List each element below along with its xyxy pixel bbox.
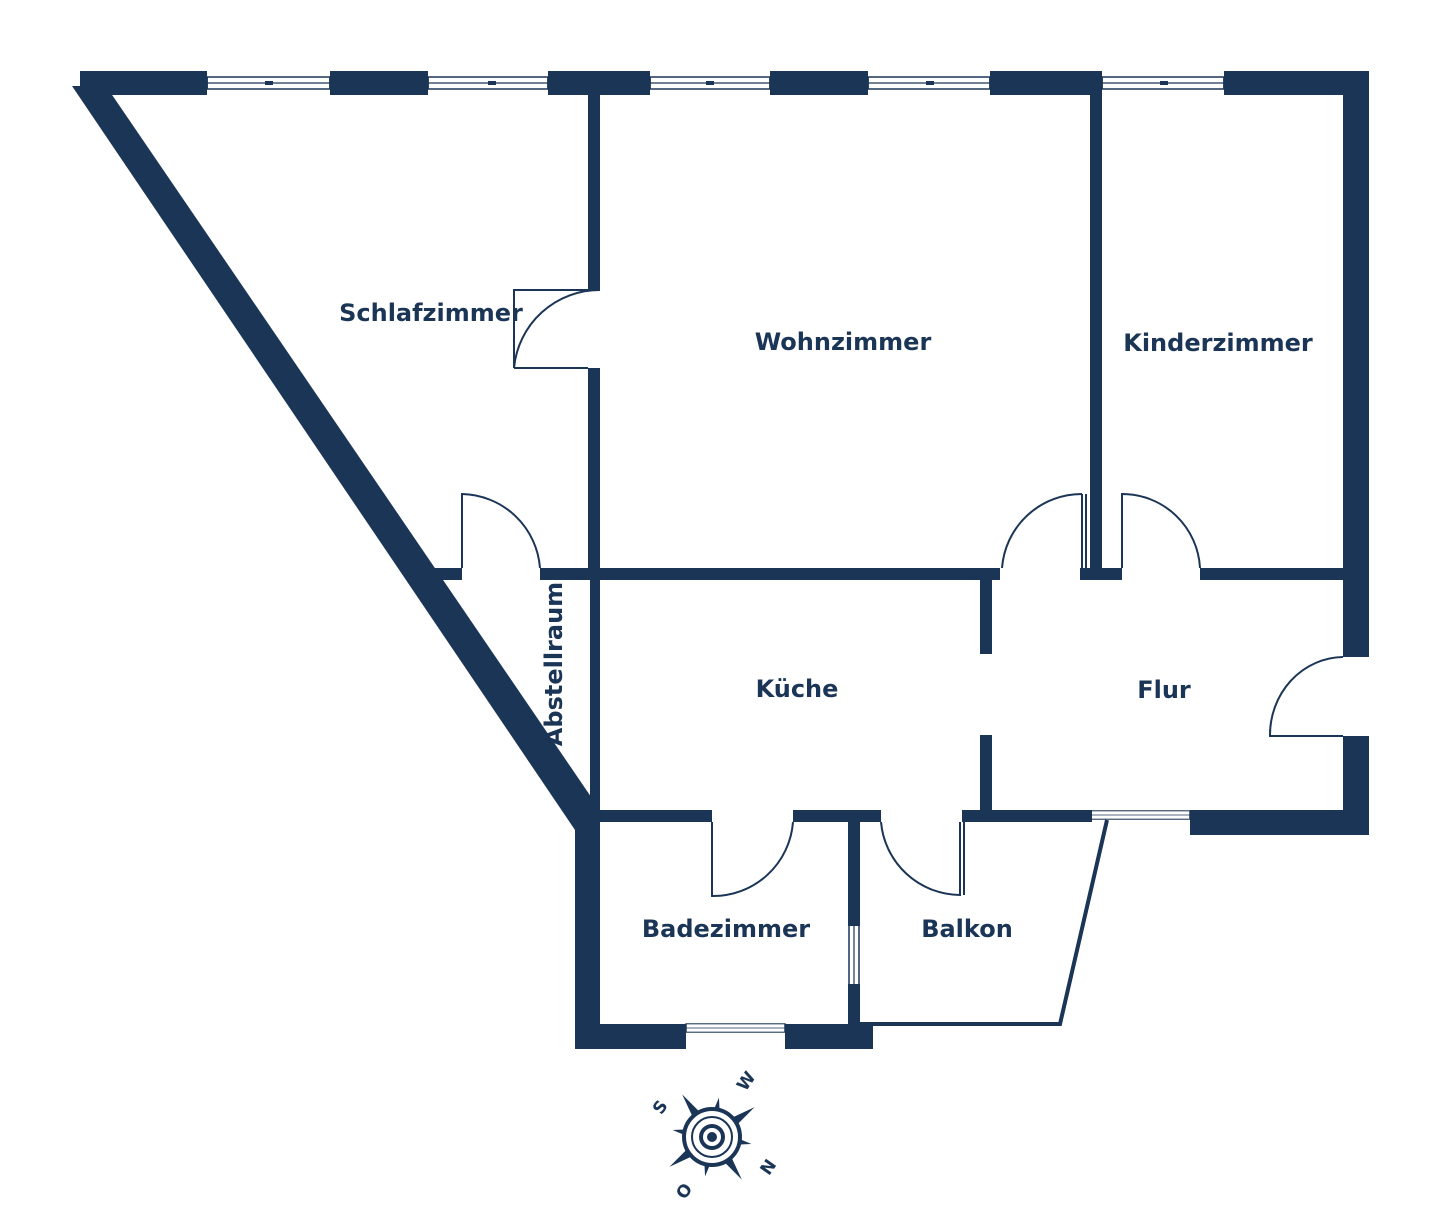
room-label-flur: Flur: [1137, 676, 1191, 704]
wall-bottom-right: [1190, 810, 1369, 835]
doors: [461, 288, 1344, 898]
door-kinderzimmer: [1121, 492, 1201, 569]
wall-bath-bottom-1: [575, 1024, 686, 1049]
wall-bath-balkon-lower: [848, 984, 860, 1026]
wall-right-upper: [1343, 71, 1369, 657]
compass-rose-icon: N S W O: [649, 1068, 782, 1203]
interior-walls: [425, 90, 1350, 1026]
wall-kueche-flur-upper: [980, 580, 992, 654]
compass-north: N: [757, 1156, 782, 1179]
wall-schlaf-wohn-lower: [588, 368, 600, 580]
wall-mid-2: [540, 568, 1000, 580]
door-balkon: [880, 821, 961, 897]
wall-top-2: [330, 71, 428, 95]
room-label-kueche: Küche: [756, 675, 839, 703]
wall-bath-bottom-2: [785, 1024, 873, 1049]
windows: [206, 76, 1225, 1033]
door-schlafzimmer: [513, 288, 601, 369]
room-label-badezimmer: Badezimmer: [642, 915, 810, 943]
room-label-kinderzimmer: Kinderzimmer: [1123, 329, 1313, 357]
wall-bath-left: [575, 818, 600, 1049]
wall-bath-balkon-upper: [848, 818, 860, 926]
wall-schlaf-wohn-upper: [588, 90, 600, 290]
door-badezimmer: [711, 821, 794, 898]
window: [685, 1023, 786, 1033]
wall-top-5: [990, 71, 1102, 95]
room-label-balkon: Balkon: [921, 915, 1013, 943]
wall-mid-3: [1080, 568, 1122, 580]
compass-south: S: [649, 1097, 672, 1119]
wall-mid-4: [1200, 568, 1350, 580]
room-label-schlafzimmer: Schlafzimmer: [339, 299, 523, 327]
wall-south-1: [590, 810, 712, 822]
room-label-abstellraum: Abstellraum: [540, 582, 568, 746]
wall-diagonal: [72, 86, 600, 830]
wall-top-4: [770, 71, 868, 95]
door-wohnzimmer: [1001, 492, 1083, 569]
door-abstellraum: [461, 492, 541, 569]
wall-wohn-kinder: [1090, 90, 1102, 580]
wall-kueche-flur-lower: [980, 735, 992, 820]
window: [1089, 810, 1191, 820]
door-entrance: [1268, 656, 1344, 737]
room-label-wohnzimmer: Wohnzimmer: [755, 328, 932, 356]
outer-walls: [72, 71, 1369, 1049]
wall-mid-1: [425, 568, 462, 580]
wall-abstell-kueche: [590, 580, 600, 820]
compass-east: O: [672, 1180, 697, 1203]
wall-south-2: [793, 810, 881, 822]
compass-west: W: [733, 1068, 760, 1095]
wall-south-3: [962, 810, 1092, 822]
balcony-railing: [860, 819, 1109, 1026]
